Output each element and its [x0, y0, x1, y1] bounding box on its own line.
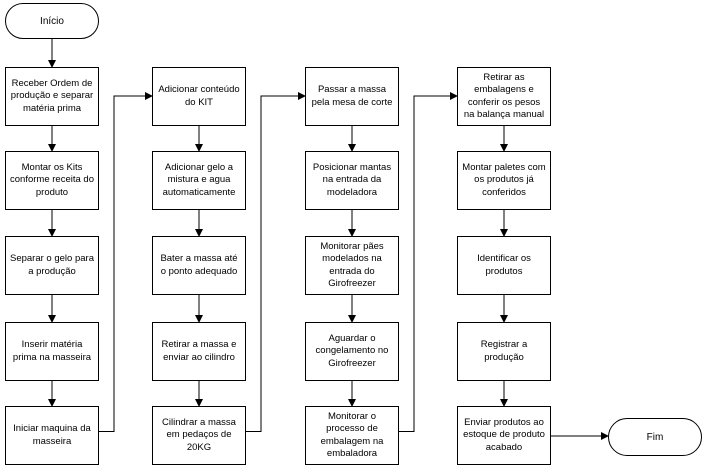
step-registrar-producao: Registrar a produção [457, 322, 551, 381]
step-monitorar-paes: Monitorar pães modelados na entrada do G… [305, 236, 399, 295]
step-aguardar-congelamento: Aguardar o congelamento no Girofreezer [305, 322, 399, 381]
step-cilindrar-massa: Cilindrar a massa em pedaços de 20KG [152, 406, 246, 465]
step-montar-kits: Montar os Kits conforme receita do produ… [5, 151, 99, 210]
step-adicionar-kit: Adicionar conteúdo do KIT [152, 67, 246, 126]
start-terminator: Início [5, 3, 99, 39]
end-terminator: Fim [608, 418, 702, 456]
step-iniciar-masseira: Iniciar maquina da masseira [5, 406, 99, 465]
step-mesa-corte: Passar a massa pela mesa de corte [305, 67, 399, 126]
arrow-col1-to-col2 [99, 92, 153, 432]
step-inserir-materia: Inserir matéria prima na masseira [5, 322, 99, 381]
step-monitorar-embalagem: Monitorar o processo de embalagem na emb… [305, 406, 399, 465]
step-receber-ordem: Receber Ordem de produção e separar maté… [5, 67, 99, 126]
step-identificar-produtos: Identificar os produtos [457, 236, 551, 295]
step-retirar-embalagens: Retirar as embalagens e conferir os peso… [457, 67, 551, 126]
step-montar-paletes: Montar paletes com os produtos já confer… [457, 151, 551, 210]
step-enviar-estoque: Enviar produtos ao estoque de produto ac… [457, 406, 551, 465]
step-retirar-massa: Retirar a massa e enviar ao cilindro [152, 322, 246, 381]
step-separar-gelo: Separar o gelo para a produção [5, 236, 99, 295]
arrow-col2-to-col3 [246, 92, 306, 432]
arrow-col3-to-col4 [399, 92, 458, 432]
step-bater-massa: Bater a massa até o ponto adequado [152, 236, 246, 295]
step-posicionar-mantas: Posicionar mantas na entrada da modelado… [305, 151, 399, 210]
step-adicionar-gelo: Adicionar gelo a mistura e agua automati… [152, 151, 246, 210]
